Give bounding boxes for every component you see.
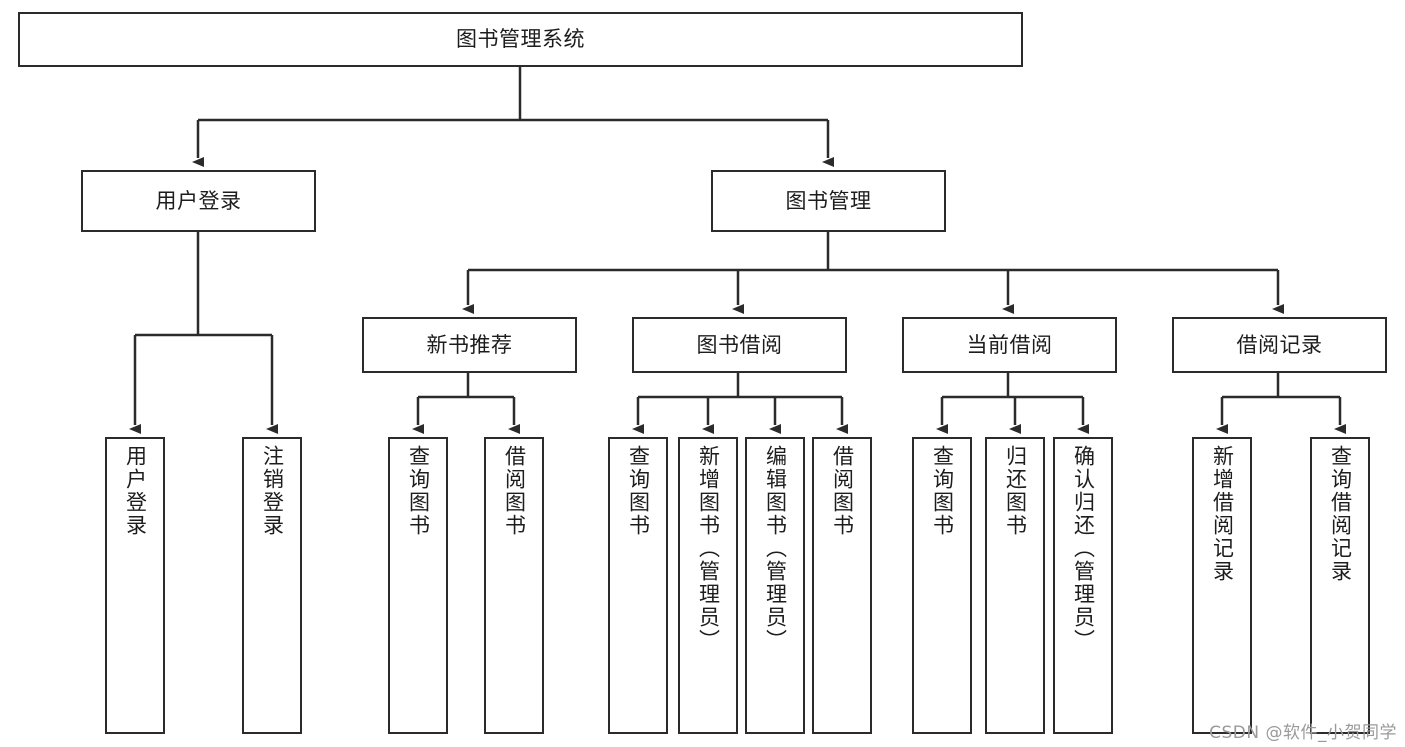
- node-label: 新增借阅记录: [1210, 445, 1235, 583]
- leaf-node[interactable]: 查询图书: [388, 437, 448, 734]
- node-label: 归还图书: [1003, 445, 1028, 537]
- node-root-system[interactable]: 图书管理系统: [18, 12, 1023, 67]
- leaf-node[interactable]: 新增图书（管理员）: [678, 437, 738, 734]
- leaf-node[interactable]: 编辑图书（管理员）: [745, 437, 805, 734]
- node-label: 图书管理系统: [456, 27, 585, 52]
- leaf-node[interactable]: 归还图书: [985, 437, 1045, 734]
- leaf-node[interactable]: 借阅图书: [484, 437, 544, 734]
- node-current-borrow[interactable]: 当前借阅: [902, 317, 1117, 373]
- leaf-node[interactable]: 查询图书: [608, 437, 668, 734]
- leaf-node[interactable]: 借阅图书: [812, 437, 872, 734]
- node-label: 查询图书: [626, 445, 651, 537]
- node-label: 新书推荐: [426, 332, 513, 357]
- leaf-node[interactable]: 确认归还（管理员）: [1053, 437, 1113, 734]
- node-label: 借阅记录: [1236, 332, 1323, 357]
- watermark: CSDN @软件_小贺同学: [1209, 723, 1397, 743]
- node-label: 图书管理: [785, 188, 872, 213]
- node-label: 借阅图书: [830, 445, 855, 537]
- node-new-book-recommend[interactable]: 新书推荐: [362, 317, 577, 373]
- node-label: 新增图书（管理员）: [696, 445, 721, 652]
- node-book-management[interactable]: 图书管理: [711, 170, 946, 232]
- node-borrow-record[interactable]: 借阅记录: [1172, 317, 1387, 373]
- node-label: 当前借阅: [966, 332, 1053, 357]
- leaf-node[interactable]: 注销登录: [242, 437, 302, 734]
- node-label: 确认归还（管理员）: [1071, 445, 1096, 652]
- node-label: 图书借阅: [696, 332, 783, 357]
- node-label: 查询借阅记录: [1328, 445, 1353, 583]
- node-label: 查询图书: [930, 445, 955, 537]
- node-book-borrow[interactable]: 图书借阅: [632, 317, 847, 373]
- node-user-login[interactable]: 用户登录: [81, 170, 316, 232]
- node-label: 编辑图书（管理员）: [763, 445, 788, 652]
- node-label: 用户登录: [155, 188, 242, 213]
- node-label: 借阅图书: [502, 445, 527, 537]
- leaf-node[interactable]: 查询图书: [912, 437, 972, 734]
- node-label: 注销登录: [260, 445, 285, 537]
- node-label: 查询图书: [406, 445, 431, 537]
- leaf-node[interactable]: 用户登录: [105, 437, 165, 734]
- node-label: 用户登录: [123, 445, 148, 537]
- leaf-node[interactable]: 查询借阅记录: [1310, 437, 1370, 734]
- leaf-node[interactable]: 新增借阅记录: [1192, 437, 1252, 734]
